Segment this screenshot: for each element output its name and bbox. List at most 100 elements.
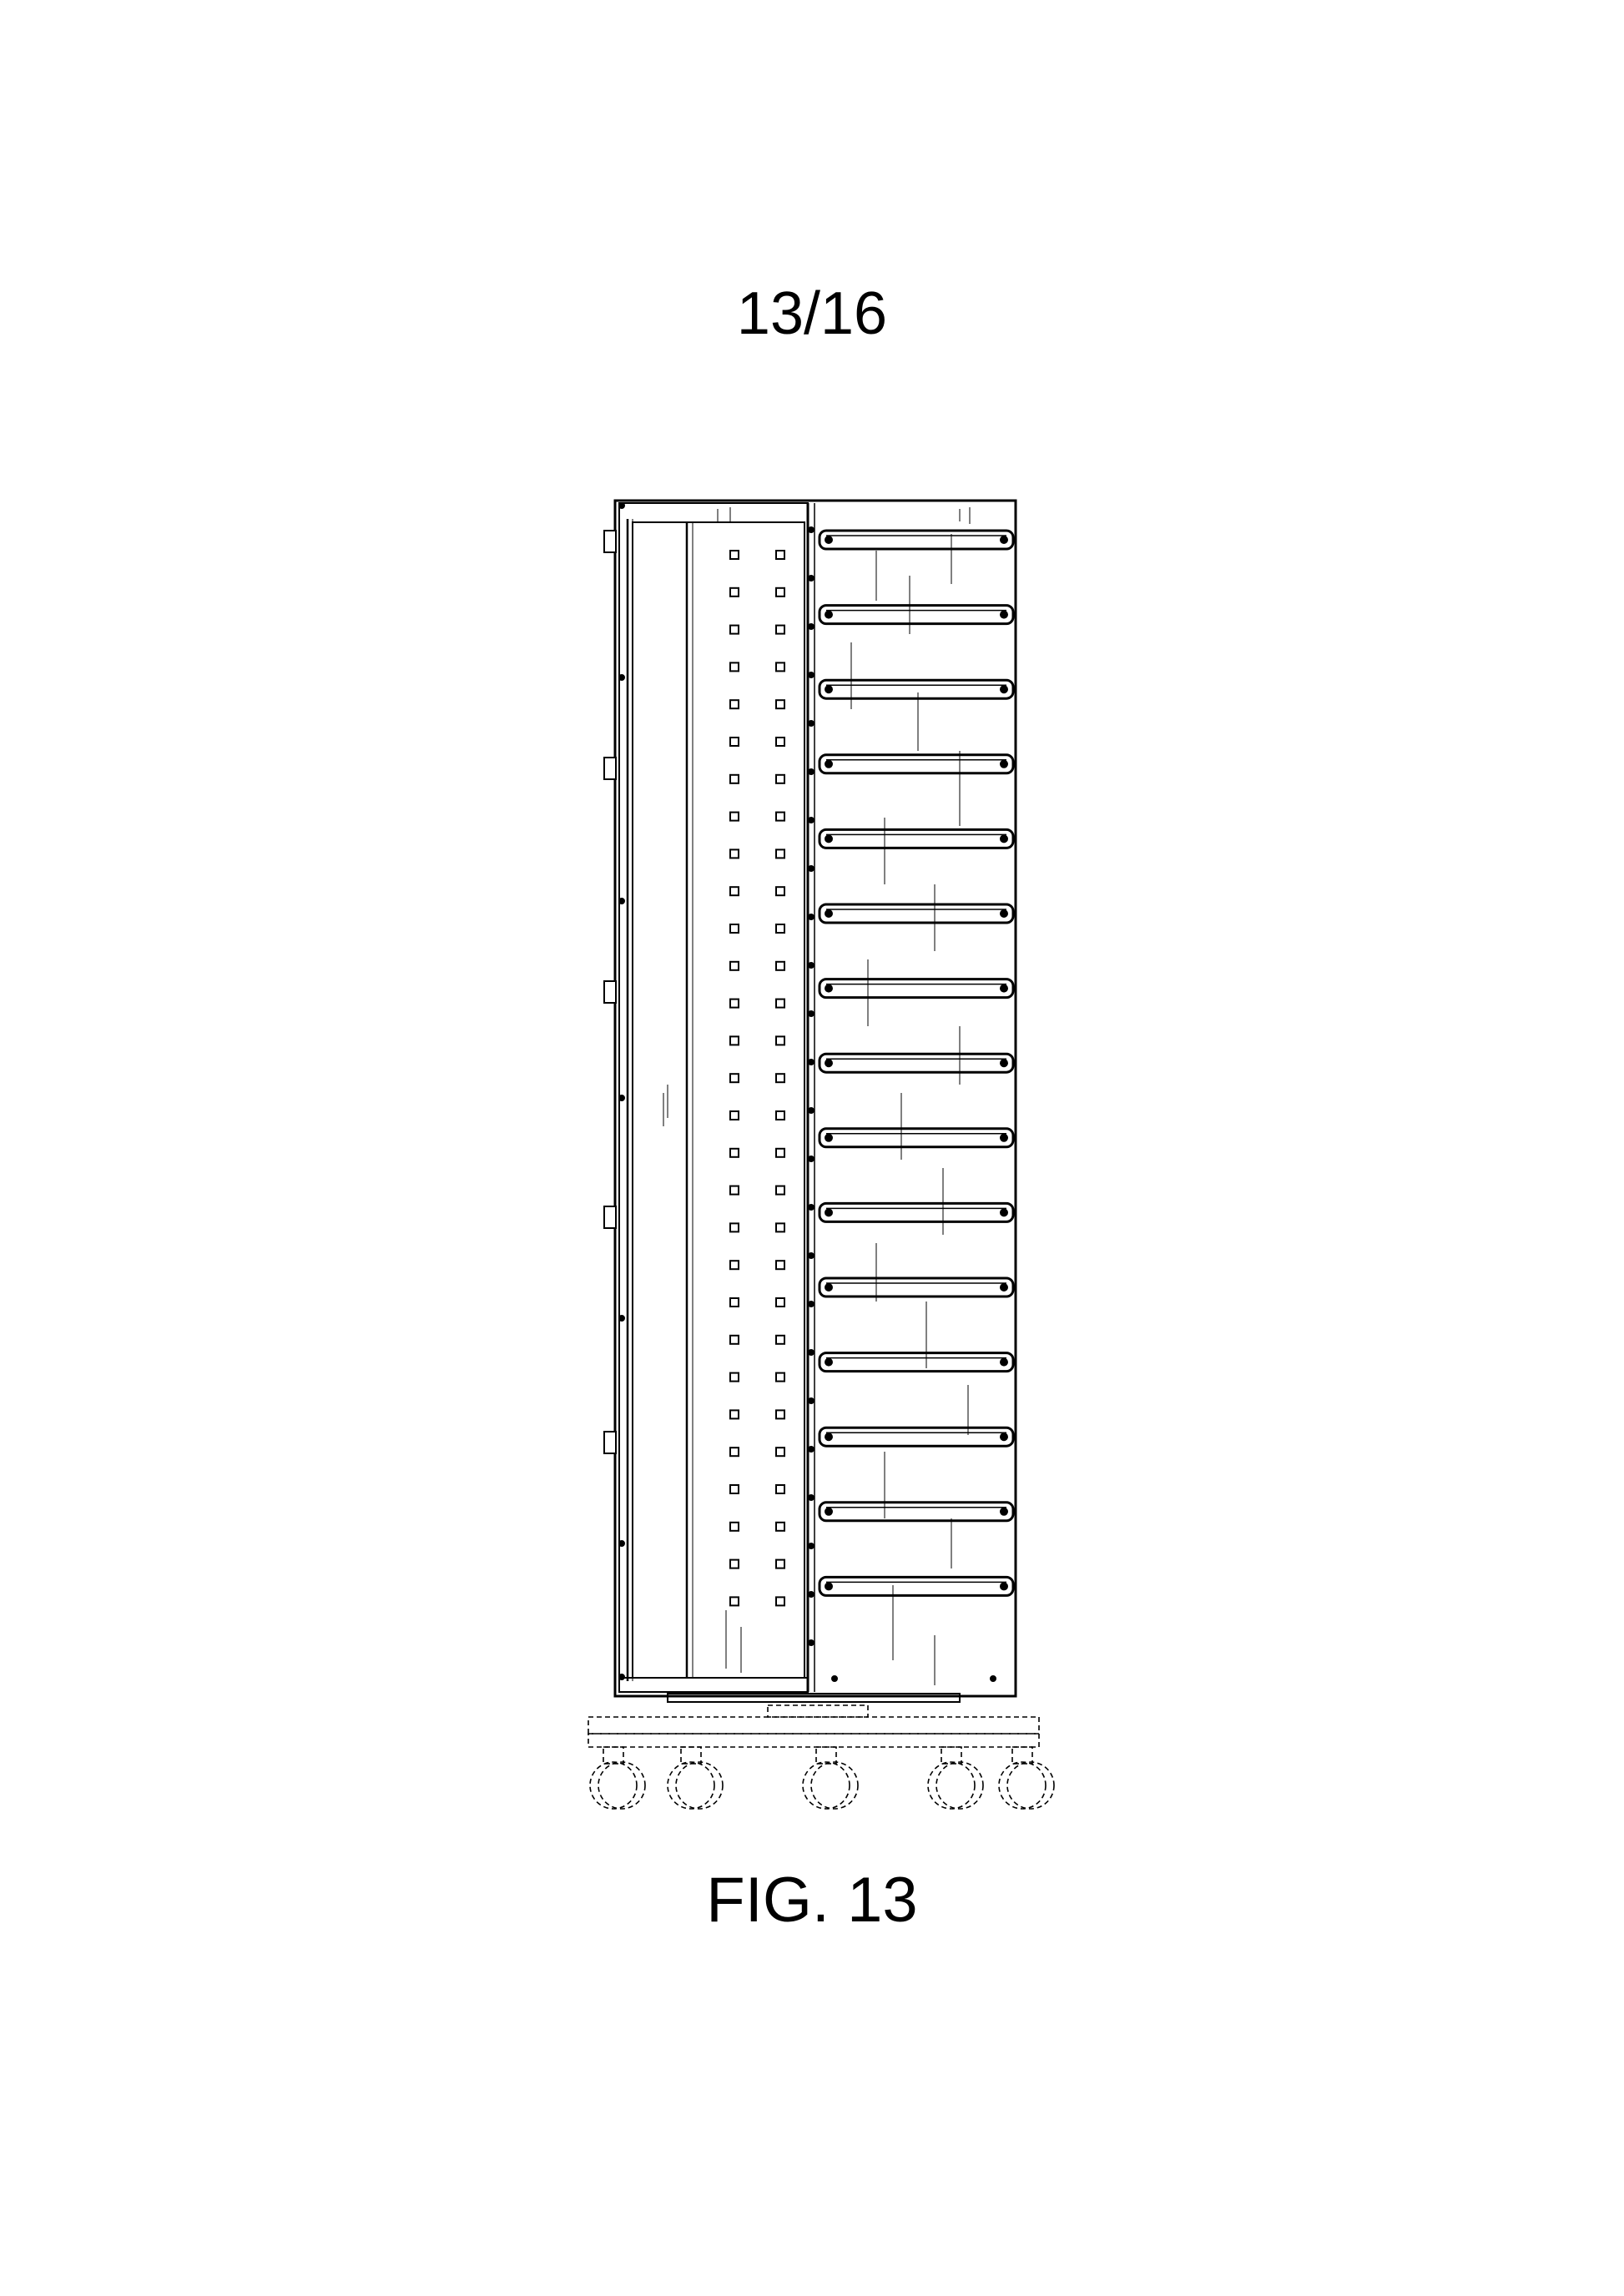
figure-label: FIG. 13 xyxy=(706,1865,918,1936)
screw-dot xyxy=(808,962,815,969)
rail xyxy=(818,1052,1015,1074)
rail-end-screw xyxy=(1000,1507,1008,1516)
perforation-hole xyxy=(729,811,739,822)
perforation-hole xyxy=(729,998,739,1009)
cabinet-base xyxy=(667,1693,961,1703)
perforation-hole xyxy=(775,1558,785,1569)
rail-end-screw xyxy=(825,1357,833,1367)
caster-wheel-rear xyxy=(1006,1761,1055,1810)
perforation-hole xyxy=(729,1409,739,1420)
rail-end-screw xyxy=(1000,685,1008,694)
perforation-hole xyxy=(729,924,739,934)
screw-dot xyxy=(618,1540,625,1547)
perforation-hole xyxy=(729,699,739,710)
rail-end-screw xyxy=(1000,1283,1008,1292)
perforation-hole xyxy=(729,587,739,597)
perforation-hole xyxy=(775,1297,785,1307)
rail xyxy=(818,1575,1015,1597)
perforation-hole xyxy=(729,1484,739,1494)
screw-dot xyxy=(808,1301,815,1307)
rail-end-screw xyxy=(825,909,833,918)
screw-dot xyxy=(808,817,815,823)
rail-end-screw xyxy=(1000,909,1008,918)
caster-wheel xyxy=(802,1761,850,1810)
sheet-number: 13/16 xyxy=(736,280,888,347)
rail-end-screw xyxy=(825,1507,833,1516)
rail xyxy=(818,678,1015,700)
rail-end-screw xyxy=(1000,759,1008,768)
screw-dot xyxy=(618,898,625,904)
caster-stem xyxy=(941,1746,962,1765)
hinge-tab xyxy=(603,980,617,1004)
screw-dot xyxy=(808,1543,815,1549)
rail xyxy=(818,1426,1015,1448)
screw-dot xyxy=(808,1059,815,1065)
rail xyxy=(818,978,1015,999)
hinge-tab xyxy=(603,530,617,553)
perforation-hole xyxy=(729,848,739,859)
screw-dot xyxy=(618,502,625,509)
rail-end-screw xyxy=(1000,1432,1008,1442)
rail-end-screw xyxy=(825,984,833,993)
hinge-tabs xyxy=(603,502,815,1680)
rail-end-screw xyxy=(1000,984,1008,993)
rail-end-screw xyxy=(1000,1357,1008,1367)
perforation-hole xyxy=(775,1260,785,1271)
screw-dot xyxy=(808,914,815,920)
base-frame-bottom xyxy=(588,1733,1040,1748)
perforation-hole xyxy=(729,1222,739,1233)
screw-dot xyxy=(808,1107,815,1114)
perforation-hole xyxy=(775,1372,785,1382)
caster-wheel xyxy=(927,1761,976,1810)
cabinet-outer-frame xyxy=(613,499,1017,1698)
caster-stem xyxy=(680,1746,702,1765)
caster-wheel-rear xyxy=(598,1761,646,1810)
perforation-hole xyxy=(729,1073,739,1084)
perforation-hole xyxy=(775,624,785,635)
rail-end-screw xyxy=(825,1208,833,1217)
screw-dot xyxy=(808,1204,815,1211)
perforation-hole xyxy=(775,699,785,710)
perforation-hole xyxy=(775,924,785,934)
perforation-hole xyxy=(775,1147,785,1158)
perforation-hole xyxy=(775,1334,785,1345)
caster-wheel xyxy=(667,1761,715,1810)
screw-dot xyxy=(808,1397,815,1404)
caster-stem xyxy=(603,1746,624,1765)
hinge-tab xyxy=(603,1431,617,1454)
rail xyxy=(818,1201,1015,1223)
perforation-hole xyxy=(729,550,739,560)
rail-end-screw xyxy=(825,759,833,768)
screw-dot xyxy=(808,1639,815,1646)
rail xyxy=(818,903,1015,924)
rail xyxy=(818,1501,1015,1523)
rail-end-screw xyxy=(1000,1208,1008,1217)
perforation-hole xyxy=(775,960,785,971)
rail-end-screw xyxy=(825,834,833,843)
screw-dot xyxy=(808,1349,815,1356)
perforation-hole xyxy=(729,1185,739,1196)
rail-end-screw xyxy=(825,685,833,694)
perforation-hole xyxy=(775,1035,785,1046)
left-door-panel xyxy=(618,502,809,1693)
screw-dot xyxy=(808,768,815,775)
base-hub xyxy=(767,1704,869,1718)
perforation-hole xyxy=(775,1110,785,1120)
screw-dot xyxy=(808,1494,815,1501)
perforation-hole xyxy=(729,773,739,784)
caster-wheel-rear xyxy=(810,1761,859,1810)
screw-dot xyxy=(808,623,815,630)
casters xyxy=(589,1746,1055,1810)
perforation-hole xyxy=(729,1558,739,1569)
rail-end-screw xyxy=(825,1133,833,1142)
rail xyxy=(818,529,1015,551)
perforation-hole xyxy=(775,886,785,897)
perforation-hole xyxy=(775,662,785,672)
perforation-hole xyxy=(775,998,785,1009)
rail-end-screw xyxy=(1000,1133,1008,1142)
perforation-hole xyxy=(775,1222,785,1233)
screw-dot xyxy=(808,672,815,678)
rail-end-screw xyxy=(1000,610,1008,619)
rail-end-screw xyxy=(1000,1059,1008,1068)
screw-dot xyxy=(808,1252,815,1259)
